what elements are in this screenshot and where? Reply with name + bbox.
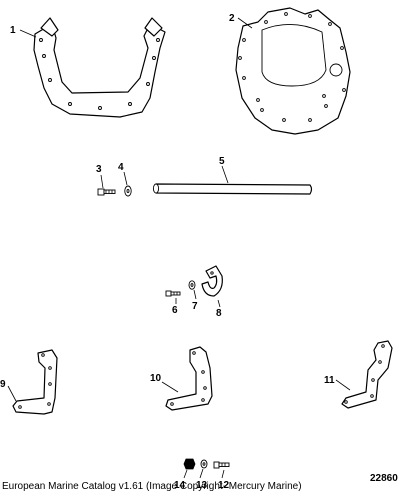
callout-1: 1 bbox=[10, 25, 16, 36]
callout-14: 14 bbox=[174, 480, 186, 491]
part-8-clamp bbox=[201, 265, 223, 297]
catalog-caption: European Marine Catalog v1.61 (Image Cop… bbox=[2, 481, 302, 492]
part-12-bolt bbox=[213, 461, 230, 469]
callout-6: 6 bbox=[172, 305, 178, 316]
callout-7: 7 bbox=[192, 301, 198, 312]
part-1-frame-bracket bbox=[33, 17, 166, 118]
callout-3: 3 bbox=[96, 164, 102, 175]
part-3-bolt bbox=[97, 188, 116, 196]
part-13-washer bbox=[200, 459, 208, 469]
part-14-nut bbox=[183, 458, 196, 470]
part-2-adapter-plate bbox=[235, 7, 351, 135]
callout-12: 12 bbox=[218, 480, 230, 491]
callout-9: 9 bbox=[0, 379, 6, 390]
part-6-bolt bbox=[165, 290, 181, 297]
part-7-washer bbox=[188, 280, 196, 290]
part-9-support-bracket bbox=[12, 349, 58, 415]
callout-11: 11 bbox=[324, 375, 335, 386]
callout-5: 5 bbox=[219, 156, 225, 167]
callout-8: 8 bbox=[216, 308, 222, 319]
part-4-washer bbox=[124, 185, 132, 197]
callout-10: 10 bbox=[150, 373, 162, 384]
figure-number: 22860 bbox=[370, 473, 398, 484]
callout-2: 2 bbox=[229, 13, 235, 24]
part-10-support-bracket bbox=[165, 346, 213, 411]
callout-4: 4 bbox=[118, 162, 124, 173]
part-11-support-bracket bbox=[341, 340, 393, 409]
callout-13: 13 bbox=[196, 480, 208, 491]
part-5-tube bbox=[152, 183, 313, 195]
